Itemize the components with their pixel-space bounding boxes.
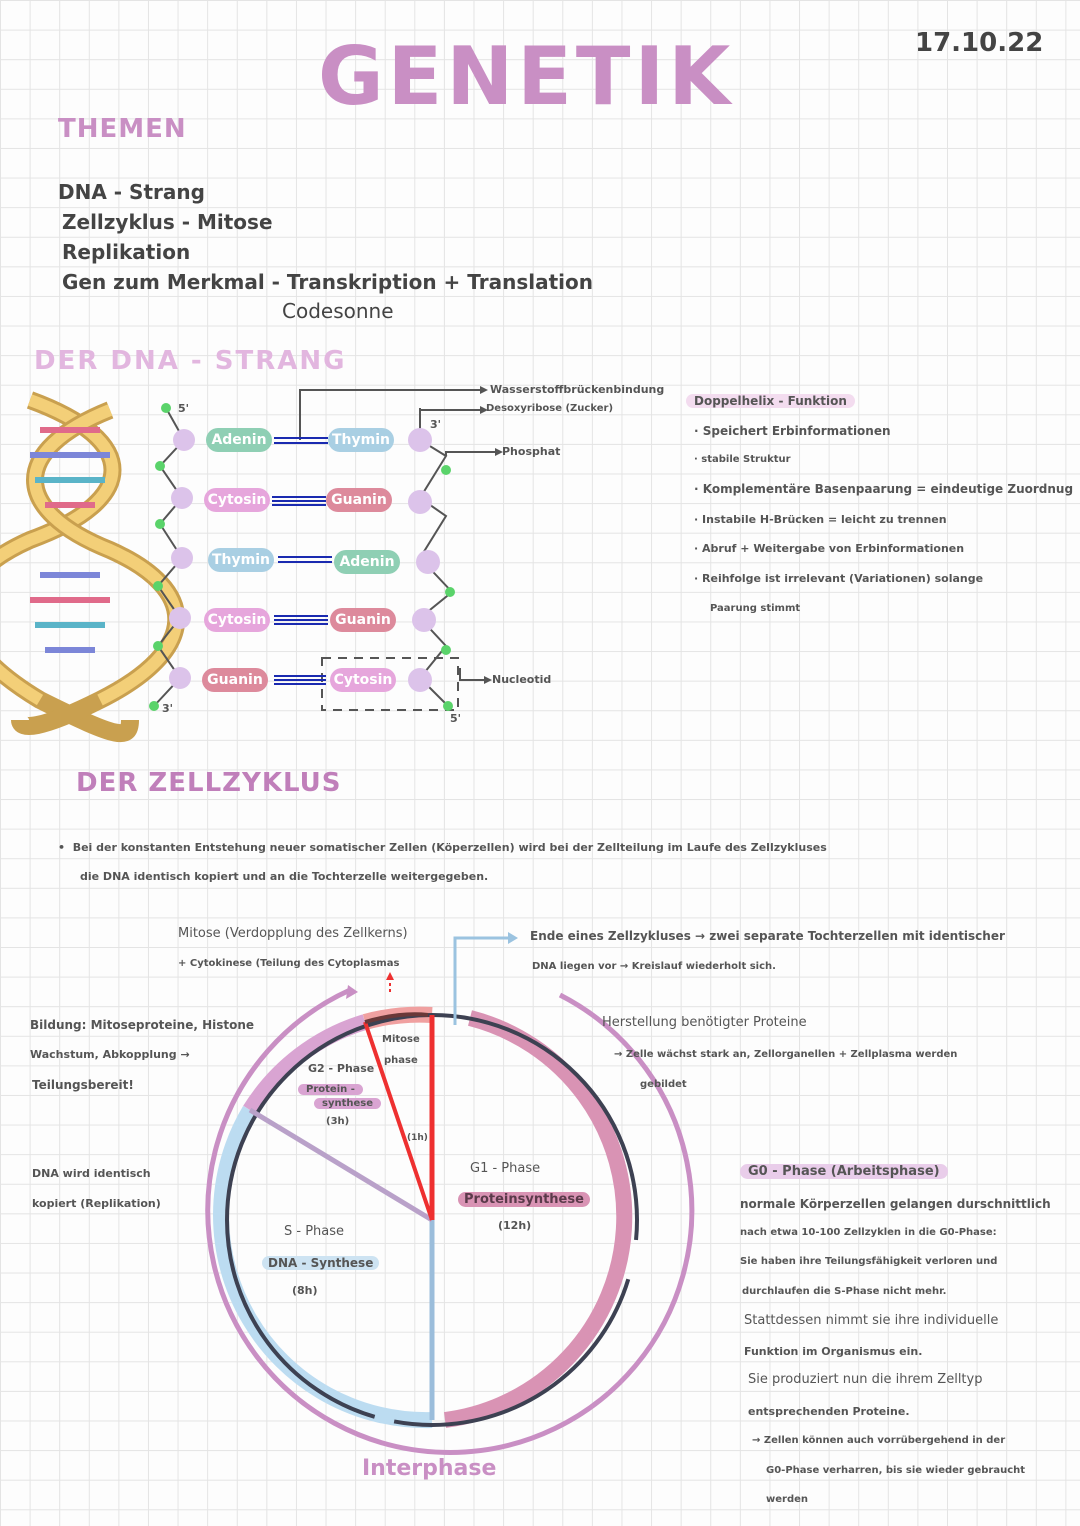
g2-duration: (3h) — [326, 1116, 350, 1127]
date: 17.10.22 — [915, 28, 1044, 58]
base-guanin: Guanin — [330, 608, 396, 632]
topic-item: Zellzyklus - Mitose — [62, 210, 273, 234]
g1-note: → Zelle wächst stark an, Zellorganellen … — [614, 1049, 958, 1060]
s-tag: DNA - Synthese — [262, 1256, 380, 1270]
g2-tag: synthese — [314, 1098, 382, 1109]
function-item: · stabile Struktur — [694, 454, 791, 465]
end-note: Ende eines Zellzykluses → zwei separate … — [530, 929, 1005, 943]
end-label: 3' — [430, 418, 442, 431]
function-item: · Komplementäre Basenpaarung = eindeutig… — [694, 482, 1074, 496]
g2-tag: Protein - — [298, 1084, 363, 1095]
s-note: DNA wird identisch — [32, 1167, 151, 1180]
g1-duration: (12h) — [498, 1219, 532, 1232]
g0-title: G0 - Phase (Arbeitsphase) — [740, 1164, 948, 1179]
interphase-ring — [205, 987, 695, 1455]
g0-line: entsprechenden Proteine. — [748, 1405, 910, 1418]
mitose-note: + Cytokinese (Teilung des Cytoplasmas — [178, 958, 400, 969]
g0-line: werden — [766, 1494, 809, 1505]
base-guanin: Guanin — [326, 488, 392, 512]
end-label: 5' — [178, 402, 190, 415]
intro-text: • Bei der konstanten Entstehung neuer so… — [58, 841, 827, 854]
g0-line: G0-Phase verharren, bis sie wieder gebra… — [766, 1465, 1026, 1476]
mitose-duration: (1h) — [407, 1133, 428, 1143]
themen-heading: THEMEN — [58, 114, 187, 144]
base-cytosin: Cytosin — [330, 668, 396, 692]
s-duration: (8h) — [292, 1284, 318, 1297]
function-item: · Speichert Erbinformationen — [694, 424, 891, 438]
function-item: Paarung stimmt — [710, 603, 801, 614]
mitose-phase-label: Mitose — [382, 1034, 420, 1045]
g0-line: Stattdessen nimmt sie ihre individuelle — [744, 1313, 999, 1328]
g2-note: Wachstum, Abkopplung → — [30, 1048, 190, 1061]
g0-line: Funktion im Organismus ein. — [744, 1345, 923, 1358]
function-item: · Instabile H-Brücken = leicht zu trenne… — [694, 513, 947, 526]
g0-line: nach etwa 10-100 Zellzyklen in die G0-Ph… — [740, 1227, 997, 1238]
g0-line: → Zellen können auch vorrübergehend in d… — [752, 1435, 1006, 1446]
label-h-bond: Wasserstoffbrückenbindung — [490, 383, 665, 396]
g1-note: gebildet — [640, 1079, 687, 1090]
label-phosphate: Phosphat — [502, 445, 561, 458]
g0-line: durchlaufen die S-Phase nicht mehr. — [742, 1286, 947, 1297]
topic-item: Gen zum Merkmal - Transkription + Transl… — [62, 270, 593, 294]
g1-note: Herstellung benötigter Proteine — [602, 1015, 807, 1030]
g1-tag: Proteinsynthese — [458, 1192, 590, 1207]
mitose-phase-label: phase — [384, 1055, 418, 1066]
label-nucleotide: Nucleotid — [492, 673, 552, 686]
mitose-note: Mitose (Verdopplung des Zellkerns) — [178, 926, 408, 941]
s-note: kopiert (Replikation) — [32, 1197, 161, 1210]
end-label: 3' — [162, 702, 174, 715]
g0-line: normale Körperzellen gelangen durschnitt… — [740, 1197, 1051, 1211]
end-note: DNA liegen vor → Kreislauf wiederholt si… — [532, 961, 776, 972]
dna-heading: DER DNA - STRANG — [34, 346, 347, 376]
topic-item: DNA - Strang — [58, 180, 205, 204]
base-thymin: Thymin — [328, 428, 394, 452]
g2-note: Teilungsbereit! — [32, 1078, 134, 1092]
page-title: GENETIK — [318, 30, 735, 123]
base-adenin: Adenin — [334, 550, 400, 574]
base-cytosin: Cytosin — [204, 608, 270, 632]
g2-phase-label: G2 - Phase — [308, 1062, 375, 1075]
interphase-label: Interphase — [362, 1456, 497, 1481]
end-label: 5' — [450, 712, 462, 725]
base-cytosin: Cytosin — [204, 488, 270, 512]
function-item: · Abruf + Weitergabe von Erbinformatione… — [694, 542, 965, 555]
function-title: Doppelhelix - Funktion — [686, 394, 855, 408]
s-phase-label: S - Phase — [284, 1224, 345, 1239]
label-sugar: Desoxyribose (Zucker) — [486, 403, 614, 414]
base-guanin: Guanin — [202, 668, 268, 692]
g0-line: Sie produziert nun die ihrem Zelltyp — [748, 1372, 983, 1387]
base-thymin: Thymin — [208, 548, 274, 572]
g0-line: Sie haben ihre Teilungsfähigkeit verlore… — [740, 1256, 998, 1267]
base-adenin: Adenin — [206, 428, 272, 452]
g2-note: Bildung: Mitoseproteine, Histone — [30, 1018, 255, 1032]
topic-item: Codesonne — [282, 299, 394, 323]
intro-text: die DNA identisch kopiert und an die Toc… — [80, 870, 489, 883]
g1-phase-label: G1 - Phase — [470, 1161, 541, 1176]
topic-item: Replikation — [62, 240, 191, 264]
double-helix-icon — [0, 391, 186, 742]
zellzyklus-heading: DER ZELLZYKLUS — [76, 768, 342, 798]
function-item: · Reihfolge ist irrelevant (Variationen)… — [694, 572, 984, 585]
